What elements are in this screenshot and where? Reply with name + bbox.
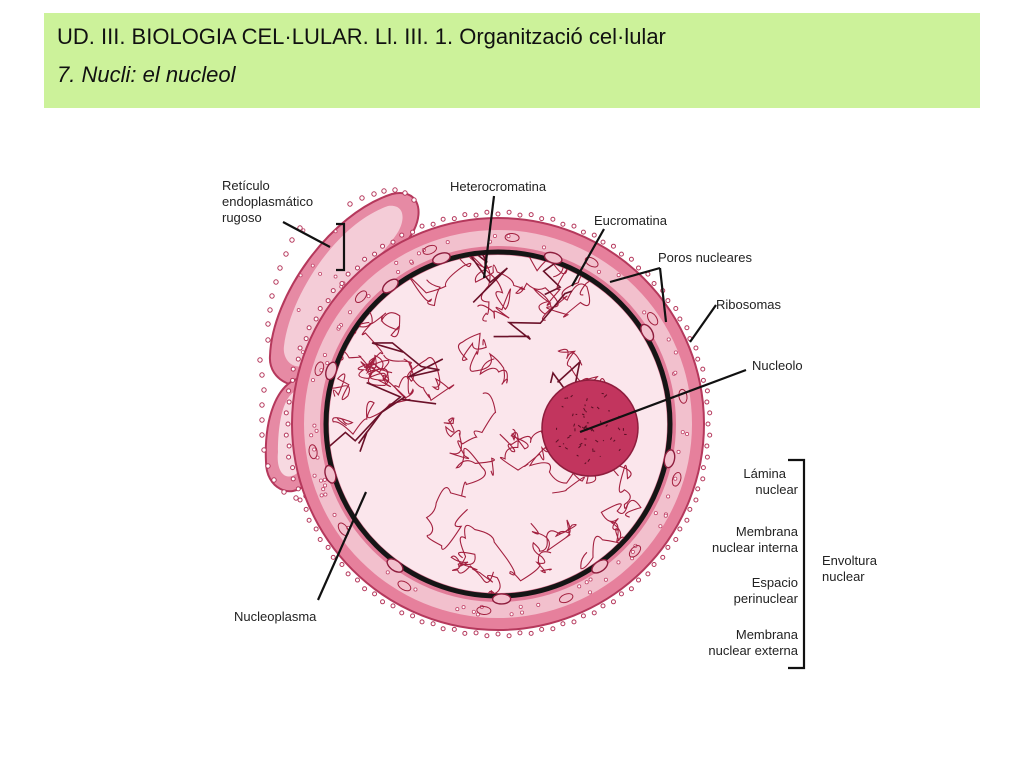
bracket-envoltura — [788, 458, 806, 670]
leader-lines — [282, 195, 806, 670]
nuclear-pores — [324, 251, 676, 605]
bracket-reticulo — [336, 222, 346, 272]
label-espacio-2: perinuclear — [734, 591, 799, 606]
slide-title: UD. III. BIOLOGIA CEL·LULAR. Ll. III. 1.… — [57, 24, 666, 49]
label-membrana-externa-2: nuclear externa — [708, 643, 798, 658]
label-nucleolo: Nucleolo — [752, 358, 803, 373]
perinuclear-granules — [308, 233, 690, 617]
label-poros-nucleares: Poros nucleares — [658, 250, 752, 265]
diagram-labels: Retículo endoplasmático rugoso Heterocro… — [222, 178, 878, 658]
nucleoplasm — [329, 255, 667, 593]
label-membrana-interna-2: nuclear interna — [712, 540, 799, 555]
label-ribosomas: Ribosomas — [716, 297, 782, 312]
label-membrana-externa-1: Membrana — [736, 627, 799, 642]
nucleolus-texture — [555, 392, 627, 465]
label-reticulo-3: rugoso — [222, 210, 262, 225]
label-reticulo-1: Retículo — [222, 178, 270, 193]
label-nucleoplasma: Nucleoplasma — [234, 609, 317, 624]
label-envoltura-2: nuclear — [822, 569, 865, 584]
leader-eucromatina — [571, 228, 605, 287]
label-eucromatina: Eucromatina — [594, 213, 668, 228]
leader-nucleolo — [579, 368, 747, 434]
label-lamina-1: Lámina — [743, 466, 786, 481]
label-membrana-interna-1: Membrana — [736, 524, 799, 539]
label-espacio-1: Espacio — [752, 575, 798, 590]
slide-header: UD. III. BIOLOGIA CEL·LULAR. Ll. III. 1.… — [44, 13, 980, 108]
leader-poros-a — [609, 266, 661, 284]
leader-ribosomas — [689, 304, 717, 343]
label-envoltura-1: Envoltura — [822, 553, 878, 568]
rer-lumen-upper — [283, 205, 403, 367]
leader-poros-b — [658, 267, 668, 323]
label-heterocromatina: Heterocromatina — [450, 179, 547, 194]
slide-subtitle: 7. Nucli: el nucleol — [57, 62, 236, 87]
label-reticulo-2: endoplasmático — [222, 194, 313, 209]
leader-reticulo — [282, 221, 331, 248]
envelope-ribosomes — [283, 209, 713, 639]
label-lamina-2: nuclear — [755, 482, 798, 497]
leader-heterocromatina — [482, 195, 496, 279]
leader-nucleoplasma — [316, 491, 368, 601]
